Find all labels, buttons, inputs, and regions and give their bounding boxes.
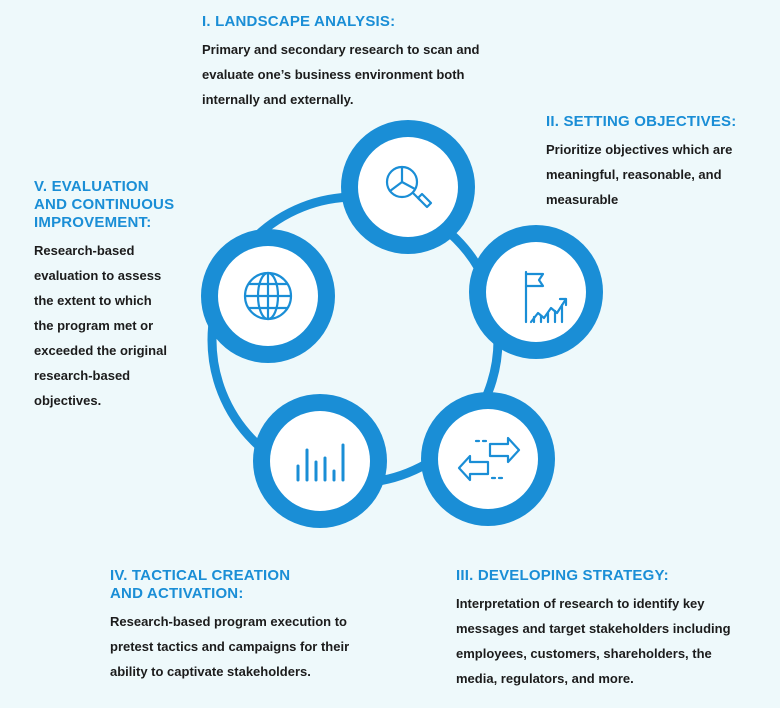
- stage-description-developing-strategy: Interpretation of research to identify k…: [456, 596, 731, 686]
- stage-node-developing-strategy: [421, 392, 555, 526]
- stage-node-evaluation: [201, 229, 335, 363]
- stage-heading-tactical-creation: IV. TACTICAL CREATION AND ACTIVATION:: [110, 567, 291, 602]
- stage-description-landscape-analysis: Primary and secondary research to scan a…: [202, 42, 480, 107]
- stage-heading-developing-strategy: III. DEVELOPING STRATEGY:: [456, 567, 669, 584]
- stage-description-evaluation: Research-based evaluation to assess the …: [34, 243, 167, 408]
- globe-icon: [243, 271, 293, 321]
- stage-block-landscape-analysis: I. LANDSCAPE ANALYSIS: Primary and secon…: [202, 13, 532, 112]
- stage-block-evaluation: V. EVALUATION AND CONTINUOUS IMPROVEMENT…: [34, 178, 209, 413]
- stage-block-tactical-creation: IV. TACTICAL CREATION AND ACTIVATION: Re…: [110, 567, 400, 684]
- flag-growth-chart-icon: [524, 270, 568, 324]
- stage-heading-landscape-analysis: I. LANDSCAPE ANALYSIS:: [202, 13, 396, 30]
- stage-node-tactical-creation: [253, 394, 387, 528]
- swap-arrows-icon: [457, 436, 521, 482]
- magnifier-pie-chart-icon: [385, 165, 433, 209]
- stage-node-landscape-analysis: [341, 120, 475, 254]
- stage-block-setting-objectives: II. SETTING OBJECTIVES: Prioritize objec…: [546, 113, 771, 212]
- stage-block-developing-strategy: III. DEVELOPING STRATEGY: Interpretation…: [456, 567, 771, 691]
- stage-node-setting-objectives: [469, 225, 603, 359]
- stage-heading-evaluation: V. EVALUATION AND CONTINUOUS IMPROVEMENT…: [34, 178, 175, 231]
- stage-heading-setting-objectives: II. SETTING OBJECTIVES:: [546, 113, 737, 130]
- bar-chart-icon: [296, 443, 345, 482]
- stage-description-tactical-creation: Research-based program execution to pret…: [110, 614, 350, 679]
- stage-description-setting-objectives: Prioritize objectives which are meaningf…: [546, 142, 733, 207]
